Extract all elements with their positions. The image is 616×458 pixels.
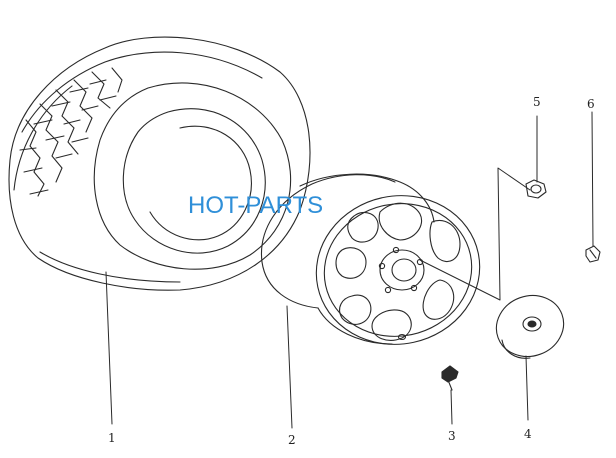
callout-4: 4 xyxy=(524,427,532,441)
leader-lines xyxy=(105,111,594,429)
callout-6: 6 xyxy=(587,97,595,111)
lug-nut-icon xyxy=(525,179,547,199)
leader-line-1 xyxy=(105,271,113,425)
callout-2: 2 xyxy=(288,433,296,447)
leader-line-2 xyxy=(286,305,293,429)
leader-line-4 xyxy=(525,355,529,421)
valve-stem-icon xyxy=(441,365,459,391)
callout-5: 5 xyxy=(533,95,541,109)
leader-line-3 xyxy=(450,389,453,425)
tire-icon xyxy=(8,36,311,291)
callout-1: 1 xyxy=(108,431,116,445)
watermark-text: HOT-PARTS xyxy=(188,192,324,219)
leader-line-assembly xyxy=(419,167,531,301)
callout-3: 3 xyxy=(448,429,456,443)
wheel-rim-icon xyxy=(260,173,481,345)
leader-line-6 xyxy=(591,111,594,247)
wheel-bolt-icon xyxy=(585,245,601,263)
